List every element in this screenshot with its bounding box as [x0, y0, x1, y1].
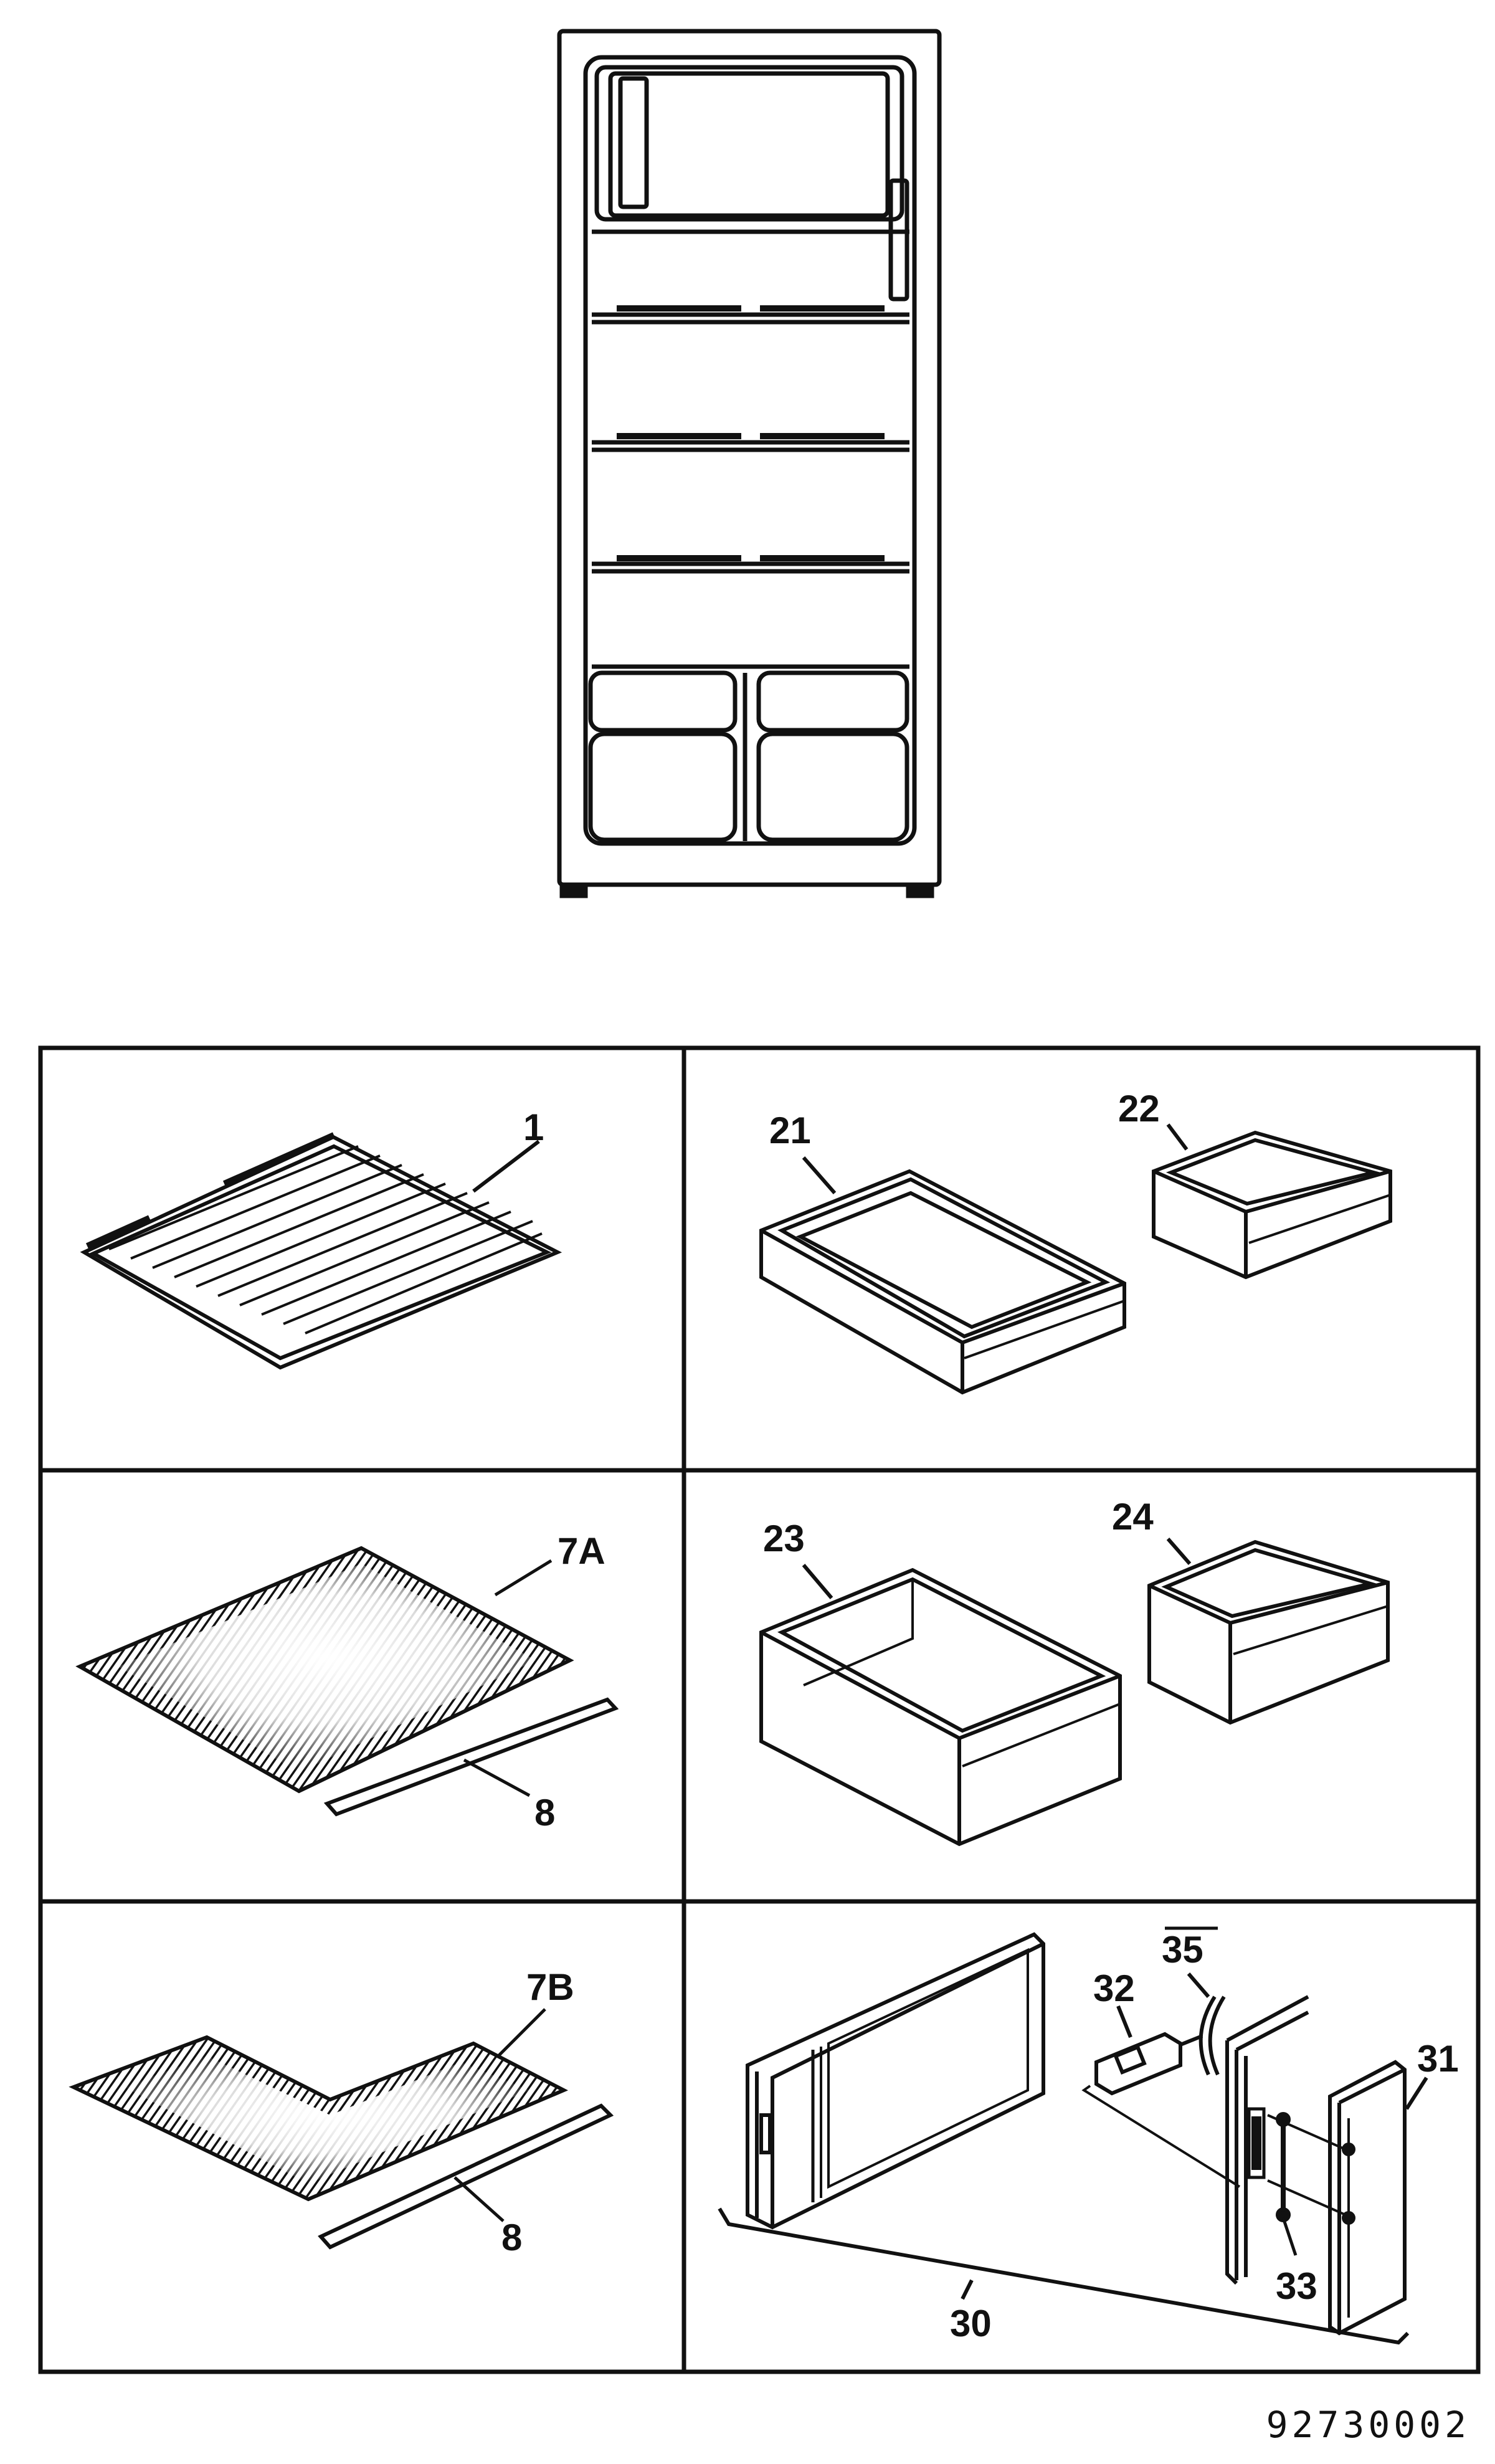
parts-grid-frame — [38, 1045, 1481, 2374]
callout-30: 30 — [950, 2303, 992, 2344]
callout-1: 1 — [523, 1106, 544, 1148]
door-bracket-30 — [718, 2207, 1410, 2345]
shelf-trim-8 — [323, 1697, 619, 1817]
small-tray-22 — [1152, 1123, 1392, 1280]
door-panel-31 — [1328, 2060, 1428, 2336]
callout-32: 32 — [1093, 1967, 1135, 2009]
hinge-frame — [1225, 1995, 1346, 2285]
glass-shelf-7b — [69, 2008, 569, 2202]
freezer-door-30 — [746, 1932, 1045, 2230]
small-drawer-24 — [1147, 1538, 1390, 1725]
callout-21: 21 — [769, 1110, 811, 1151]
shelf-trim-8-lower — [318, 2103, 614, 2250]
document-number: 92730002 — [1266, 2404, 1470, 2446]
callout-8-lower: 8 — [501, 2217, 522, 2258]
callout-33: 33 — [1276, 2265, 1317, 2307]
callout-23: 23 — [763, 1518, 805, 1559]
callout-31: 31 — [1417, 2038, 1459, 2080]
callout-7a: 7A — [558, 1530, 605, 1572]
glass-shelf-7a — [75, 1546, 574, 1794]
callout-35: 35 — [1162, 1929, 1203, 1971]
refrigerator-front-view — [557, 29, 942, 898]
wire-shelf — [80, 1132, 562, 1370]
spring-35 — [1187, 1972, 1226, 2076]
crisper-tray-21 — [759, 1156, 1126, 1395]
callout-24: 24 — [1112, 1496, 1154, 1538]
callout-7b: 7B — [526, 1966, 574, 2008]
latch-32 — [1081, 2005, 1241, 2188]
callout-8-upper: 8 — [534, 1792, 555, 1834]
crisper-drawer-23 — [759, 1564, 1122, 1847]
callout-22: 22 — [1118, 1088, 1160, 1130]
